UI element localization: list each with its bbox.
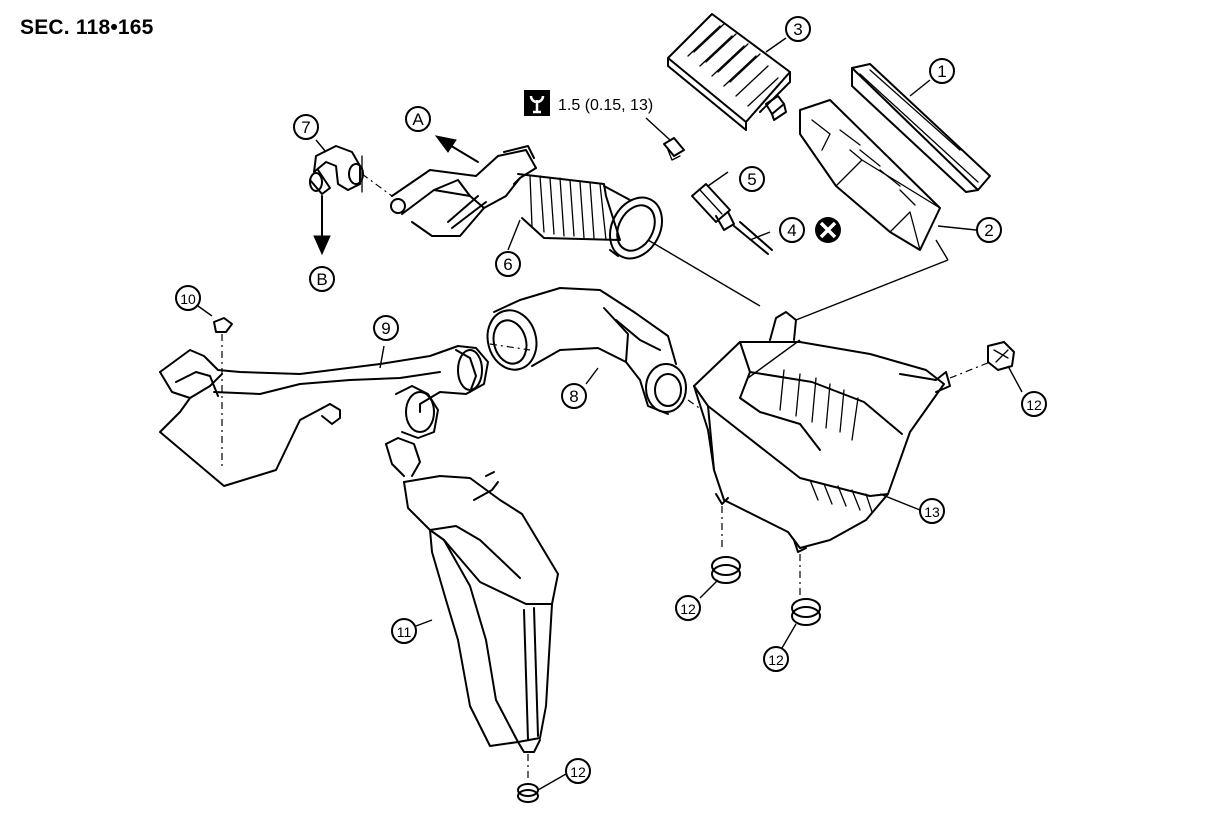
part-12-grommet-mid-left [699, 556, 741, 599]
part-13-air-cleaner-case [693, 311, 991, 600]
svg-text:6: 6 [503, 255, 512, 274]
part-2-filter-element [799, 99, 941, 251]
callout-12-bottom: 12 [565, 758, 591, 784]
callout-4: 4 [779, 217, 805, 243]
svg-text:4: 4 [787, 221, 796, 240]
torque-spec: 1.5 (0.15, 13) [524, 90, 685, 161]
section-title: SEC. 118•165 [20, 16, 154, 39]
svg-text:10: 10 [180, 291, 196, 307]
do-not-reuse-icon [815, 217, 841, 243]
svg-text:8: 8 [569, 387, 578, 406]
part-9-intake-duct [159, 345, 489, 487]
callout-6: 6 [495, 251, 521, 277]
part-12-grommet-mid-right [781, 598, 821, 649]
callout-12-mid-left: 12 [675, 595, 701, 621]
svg-text:3: 3 [793, 20, 802, 39]
svg-text:9: 9 [381, 319, 390, 338]
part-4-gasket [749, 231, 771, 241]
callout-11: 11 [391, 618, 417, 644]
svg-text:12: 12 [768, 652, 784, 668]
svg-text:2: 2 [984, 221, 993, 240]
svg-text:12: 12 [570, 764, 586, 780]
callout-8: 8 [561, 383, 587, 409]
svg-text:12: 12 [680, 601, 696, 617]
part-8-resonator-duct [486, 287, 687, 415]
connection-lines [361, 173, 949, 411]
svg-text:13: 13 [924, 504, 940, 520]
part-7-elbow-hose [309, 139, 364, 195]
marker-a-label: A [412, 110, 424, 129]
callout-13: 13 [919, 498, 945, 524]
svg-text:7: 7 [301, 118, 310, 137]
part-1-air-filter-cover [851, 63, 991, 193]
direction-arrow-b: B [309, 195, 335, 292]
svg-text:12: 12 [1026, 397, 1042, 413]
callout-3: 3 [765, 16, 811, 53]
svg-text:1: 1 [937, 62, 946, 81]
callout-12-mid-right: 12 [763, 646, 789, 672]
part-3-resonator-pad [667, 13, 791, 131]
callout-9: 9 [373, 315, 399, 341]
callout-5: 5 [739, 166, 765, 192]
callout-10: 10 [175, 285, 201, 311]
part-12-grommet-right [987, 341, 1023, 393]
marker-b-label: B [316, 270, 327, 289]
part-6-air-duct [390, 145, 663, 260]
part-10-clip [197, 305, 233, 470]
callout-12-right: 12 [1021, 391, 1047, 417]
part-12-grommet-bottom [517, 773, 567, 803]
direction-arrow-a: A [405, 106, 479, 163]
svg-text:11: 11 [397, 624, 412, 640]
callout-2: 2 [937, 217, 1002, 243]
torque-value: 1.5 (0.15, 13) [558, 97, 653, 114]
svg-text:5: 5 [747, 170, 756, 189]
callout-1: 1 [909, 58, 955, 97]
callout-7: 7 [293, 114, 319, 140]
part-11-resonator [385, 437, 559, 780]
